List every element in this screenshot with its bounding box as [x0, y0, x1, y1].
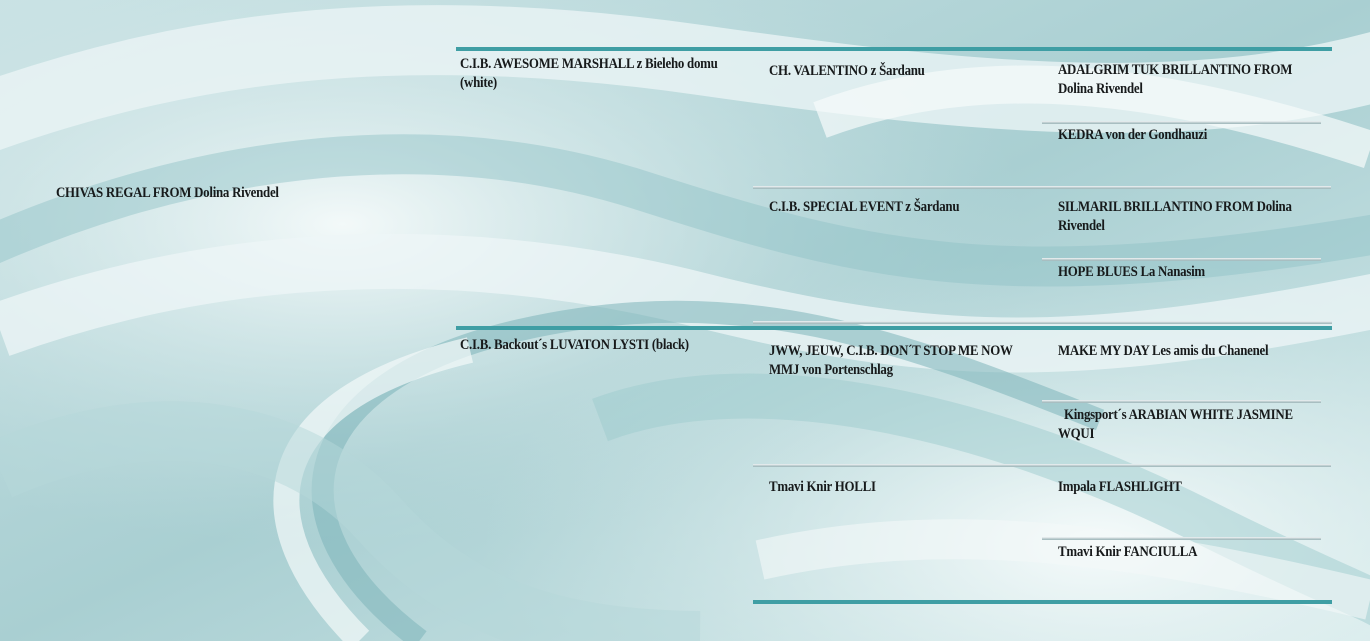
separator-ss [1042, 121, 1321, 124]
dd-dam-name: Tmavi Knir FANCIULLA [1058, 544, 1198, 560]
separator-dam-line [753, 464, 1331, 467]
ds-sire-name: MAKE MY DAY Les amis du Chanenel [1058, 343, 1269, 359]
separator-ds [1042, 400, 1321, 403]
separator-mid [456, 326, 1332, 330]
sd-sire-name: SILMARIL BRILLANTINO FROM Dolina Rivende… [1058, 199, 1292, 234]
ss-dam-name: KEDRA von der Gondhauzi [1058, 127, 1208, 143]
separator-mid-right [753, 321, 1332, 324]
bottom-border [753, 600, 1332, 604]
separator-sire-line [753, 186, 1331, 189]
ds-dam-name: Kingsport´s ARABIAN WHITE JASMINE WQUI [1058, 407, 1296, 442]
sire-dam-name: C.I.B. SPECIAL EVENT z Šardanu [769, 199, 960, 215]
subject-name: CHIVAS REGAL FROM Dolina Rivendel [56, 185, 279, 201]
separator-dd [1042, 537, 1321, 540]
dam-name: C.I.B. Backout´s LUVATON LYSTI (black) [460, 337, 689, 353]
dd-sire-name: Impala FLASHLIGHT [1058, 479, 1182, 495]
sire-name: C.I.B. AWESOME MARSHALL z Bieleho domu (… [460, 56, 718, 91]
sd-dam-name: HOPE BLUES La Nanasim [1058, 264, 1205, 280]
top-border [456, 47, 1332, 51]
sire-sire-name: CH. VALENTINO z Šardanu [769, 63, 925, 79]
separator-sd [1042, 258, 1321, 261]
dam-dam-name: Tmavi Knir HOLLI [769, 479, 876, 495]
dam-sire-name: JWW, JEUW, C.I.B. DON´T STOP ME NOW MMJ … [769, 343, 1013, 378]
ss-sire-name: ADALGRIM TUK BRILLANTINO FROM Dolina Riv… [1058, 62, 1293, 97]
